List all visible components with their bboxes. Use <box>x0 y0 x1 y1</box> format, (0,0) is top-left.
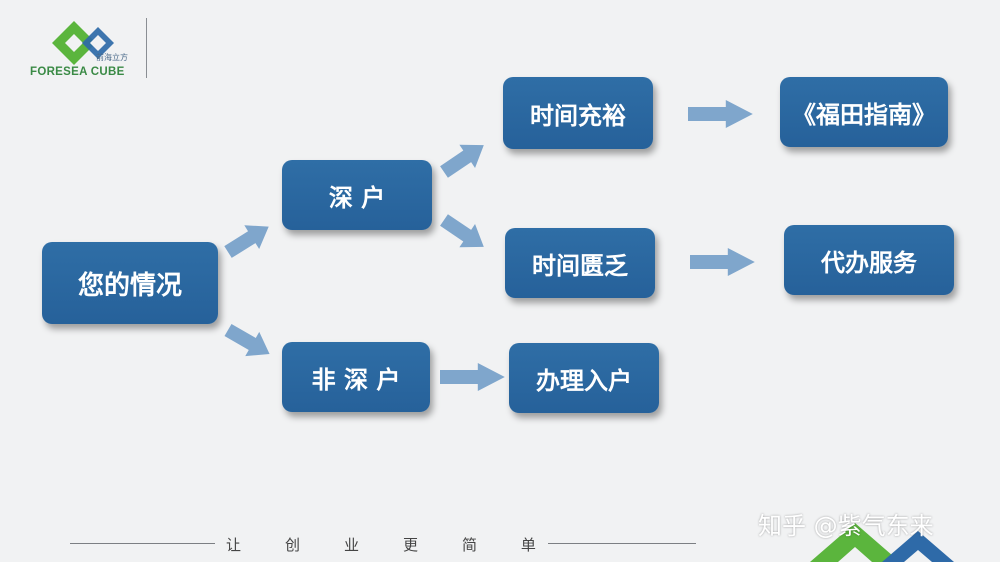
footer-slogan: 让 创 业 更 简 单 <box>226 534 536 555</box>
logo-divider <box>146 18 147 78</box>
arrow-feishenhu-to-apply <box>440 363 505 391</box>
slogan-char: 业 <box>343 536 359 554</box>
node-your-situation: 您的情况 <box>42 242 218 324</box>
node-shenhu: 深 户 <box>282 160 432 230</box>
arrow-ample-to-guide <box>688 100 753 128</box>
arrow-situation-to-feishenhu <box>221 317 277 367</box>
arrow-situation-to-shenhu <box>220 214 277 264</box>
foresea-cube-logo <box>52 21 114 65</box>
logo-brand-text: FORESEA CUBE <box>30 66 125 78</box>
footer-line-left <box>70 543 215 544</box>
arrow-shenhu-to-short <box>436 208 492 259</box>
slogan-char: 更 <box>402 536 418 554</box>
node-apply-hukou: 办理入户 <box>509 343 659 413</box>
slogan-char: 让 <box>226 536 242 554</box>
arrow-shenhu-to-ample <box>436 133 492 184</box>
node-futian-guide: 《福田指南》 <box>780 77 948 147</box>
zhihu-watermark: 知乎 @紫气东来 <box>758 512 934 540</box>
node-time-short: 时间匮乏 <box>505 228 655 298</box>
slogan-char: 创 <box>284 536 300 554</box>
logo-brand-cn: 前海立方 <box>96 53 128 62</box>
slogan-char: 单 <box>520 536 536 554</box>
arrow-short-to-agency <box>690 248 755 276</box>
node-agency-service: 代办服务 <box>784 225 954 295</box>
slogan-char: 简 <box>461 536 477 554</box>
node-fei-shenhu: 非 深 户 <box>282 342 430 412</box>
node-time-ample: 时间充裕 <box>503 77 653 149</box>
corner-logo-decoration <box>810 523 954 562</box>
footer-line-right <box>548 543 696 544</box>
